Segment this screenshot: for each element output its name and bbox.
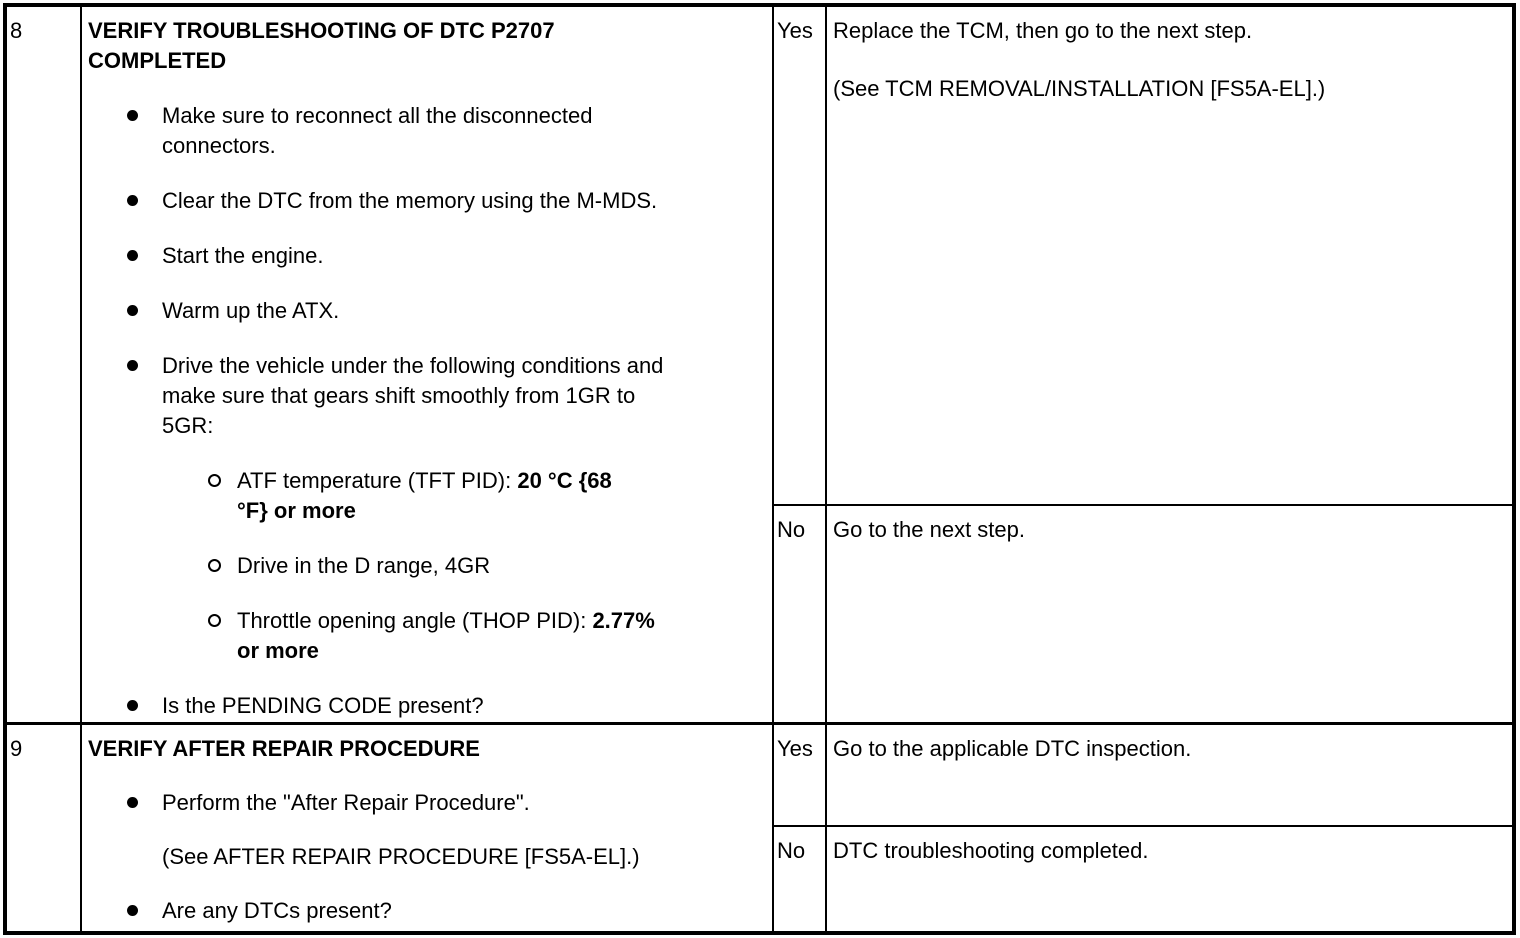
list-item-text: Warm up the ATX. bbox=[162, 298, 340, 323]
list-item: Perform the "After Repair Procedure". bbox=[88, 788, 772, 818]
verdict-cell-yes: Yes bbox=[774, 7, 827, 506]
result-text: Replace the TCM, then go to the next ste… bbox=[833, 18, 1253, 43]
list-item-text: Is the PENDING CODE present? bbox=[162, 693, 484, 718]
reference-text: (See AFTER REPAIR PROCEDURE [FS5A-EL].) bbox=[162, 844, 640, 869]
action-cell-step-9: VERIFY AFTER REPAIR PROCEDURE Perform th… bbox=[82, 725, 774, 931]
bullet-icon bbox=[127, 241, 162, 261]
step-number-cell-8: 8 bbox=[7, 7, 82, 725]
list-item-continuation: (See AFTER REPAIR PROCEDURE [FS5A-EL].) bbox=[88, 842, 772, 872]
sub-list-item-text: ATF temperature (TFT PID): 20 °C {68 °F}… bbox=[237, 468, 612, 523]
step-number: 9 bbox=[10, 736, 23, 761]
bullet-icon bbox=[127, 896, 162, 916]
bullet-icon bbox=[127, 296, 162, 316]
spec-value: or more bbox=[237, 638, 319, 663]
verdict-cell-no: No bbox=[774, 506, 827, 725]
step-number: 8 bbox=[10, 18, 23, 43]
verdict-label: Yes bbox=[777, 736, 813, 761]
bullet-icon bbox=[127, 186, 162, 206]
list-item-text: Are any DTCs present? bbox=[162, 898, 392, 923]
verdict-label: Yes bbox=[777, 18, 813, 43]
list-item-text: Start the engine. bbox=[162, 243, 324, 268]
hollow-bullet-icon bbox=[208, 551, 237, 572]
bullet-icon bbox=[127, 788, 162, 808]
sub-list-item-text: Drive in the D range, 4GR bbox=[237, 553, 491, 578]
action-title: VERIFY TROUBLESHOOTING OF DTC P2707 COMP… bbox=[88, 16, 772, 76]
step-number-cell-9: 9 bbox=[7, 725, 82, 931]
result-text: Go to the next step. bbox=[833, 517, 1026, 542]
bullet-icon bbox=[127, 101, 162, 121]
verdict-cell-no: No bbox=[774, 827, 827, 931]
hollow-bullet-icon bbox=[208, 466, 237, 487]
list-item: Start the engine. bbox=[88, 241, 772, 271]
troubleshooting-table: 8 VERIFY TROUBLESHOOTING OF DTC P2707 CO… bbox=[3, 3, 1516, 935]
list-item: Are any DTCs present? bbox=[88, 896, 772, 926]
list-item: Make sure to reconnect all the disconnec… bbox=[88, 101, 772, 161]
list-item-text: Perform the "After Repair Procedure". bbox=[162, 790, 530, 815]
list-item: Drive the vehicle under the following co… bbox=[88, 351, 772, 441]
result-text: DTC troubleshooting completed. bbox=[833, 838, 1149, 863]
action-title-line: VERIFY AFTER REPAIR PROCEDURE bbox=[88, 736, 480, 761]
sub-list-item: Throttle opening angle (THOP PID): 2.77%… bbox=[88, 606, 772, 666]
hollow-bullet-icon bbox=[208, 606, 237, 627]
list-item-text: Make sure to reconnect all the disconnec… bbox=[162, 103, 593, 158]
bullet-icon bbox=[127, 351, 162, 371]
list-item: Is the PENDING CODE present? bbox=[88, 691, 772, 721]
spec-value: °F} or more bbox=[237, 498, 356, 523]
list-item: Warm up the ATX. bbox=[88, 296, 772, 326]
sub-list-item: ATF temperature (TFT PID): 20 °C {68 °F}… bbox=[88, 466, 772, 526]
action-cell-step-8: VERIFY TROUBLESHOOTING OF DTC P2707 COMP… bbox=[82, 7, 774, 725]
spec-value: 20 °C {68 bbox=[517, 468, 612, 493]
verdict-cell-yes: Yes bbox=[774, 725, 827, 827]
list-item-text: Clear the DTC from the memory using the … bbox=[162, 188, 658, 213]
sub-list-item: Drive in the D range, 4GR bbox=[88, 551, 772, 581]
result-text: Go to the applicable DTC inspection. bbox=[833, 736, 1192, 761]
result-reference: (See TCM REMOVAL/INSTALLATION [FS5A-EL].… bbox=[833, 76, 1326, 101]
verdict-label: No bbox=[777, 838, 806, 863]
result-cell-yes: Replace the TCM, then go to the next ste… bbox=[827, 7, 1512, 506]
result-cell-no: Go to the next step. bbox=[827, 506, 1512, 725]
action-title-line: COMPLETED bbox=[88, 48, 227, 73]
result-cell-yes: Go to the applicable DTC inspection. bbox=[827, 725, 1512, 827]
list-item-text: Drive the vehicle under the following co… bbox=[162, 353, 664, 438]
list-item: Clear the DTC from the memory using the … bbox=[88, 186, 772, 216]
sub-list-item-text: Throttle opening angle (THOP PID): 2.77%… bbox=[237, 608, 655, 663]
result-cell-no: DTC troubleshooting completed. bbox=[827, 827, 1512, 931]
spec-value: 2.77% bbox=[592, 608, 655, 633]
action-title-line: VERIFY TROUBLESHOOTING OF DTC P2707 bbox=[88, 18, 555, 43]
bullet-icon bbox=[127, 691, 162, 711]
verdict-label: No bbox=[777, 517, 806, 542]
action-title: VERIFY AFTER REPAIR PROCEDURE bbox=[88, 734, 772, 764]
